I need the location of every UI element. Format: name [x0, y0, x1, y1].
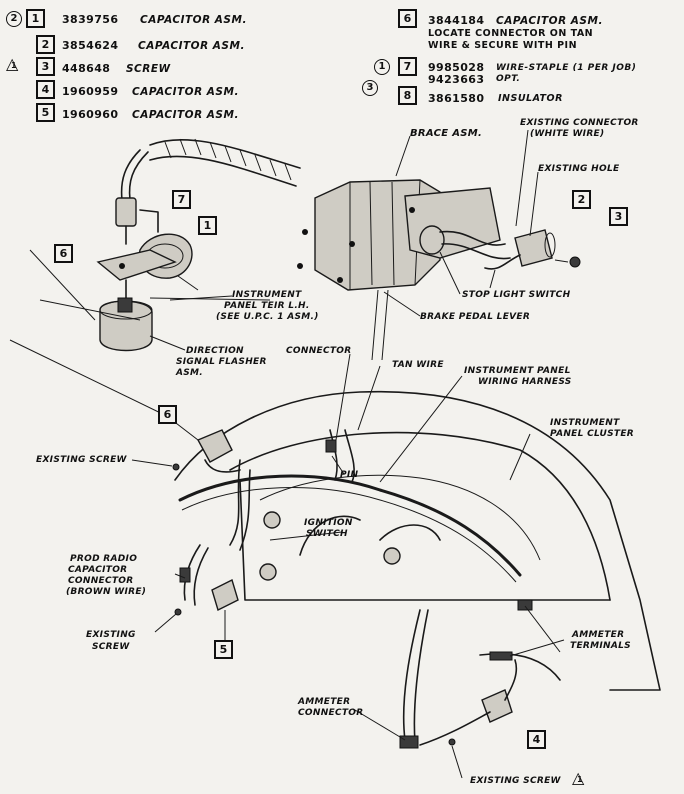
part-box-1: 1 [26, 9, 45, 28]
warning-number: 1 [577, 775, 583, 784]
label-ip-harness-2: wiring harness [478, 377, 572, 387]
diagram-box-7: 7 [172, 190, 191, 209]
part-desc: Capacitor Asm. [140, 14, 247, 26]
label-ignition-1: Ignition [304, 518, 353, 528]
capacitor-2 [514, 229, 553, 267]
part-desc: Capacitor Asm. [138, 40, 245, 52]
label-radio-1: Prod radio [70, 554, 138, 564]
label-instrument-panel-1: Instrument [232, 290, 302, 300]
part-number: 9985028 [428, 61, 485, 74]
diagram-box-5: 5 [214, 640, 233, 659]
part-desc: Screw [126, 63, 171, 75]
instrument-panel-cluster [174, 390, 661, 691]
label-radio-4: (Brown wire) [66, 587, 147, 597]
diagram-box-2: 2 [572, 190, 591, 209]
bracket-6-plate [96, 249, 177, 281]
part-desc: Capacitor Asm. [132, 109, 239, 121]
part-number: 3844184 [428, 14, 485, 27]
label-tan-wire: Tan wire [392, 360, 444, 370]
part-desc-2: Opt. [496, 74, 521, 84]
capacitor-6 [197, 429, 233, 463]
part-desc-line2: Locate connector on tan [428, 28, 594, 39]
label-stop-light-switch: Stop light switch [462, 290, 571, 300]
circle-2-marker: 2 [6, 11, 22, 27]
part-desc: Capacitor Asm. [132, 86, 239, 98]
diagram-box-6: 6 [54, 244, 73, 263]
label-ammeter-terminals-1: Ammeter [572, 630, 625, 640]
label-pin: Pin [340, 470, 359, 480]
label-brake-pedal-lever: Brake pedal lever [420, 312, 531, 322]
part-number-2: 9423663 [428, 73, 485, 86]
label-direction-3: Asm. [176, 368, 204, 378]
label-ip-cluster-2: panel cluster [550, 429, 635, 439]
stop-light-switch [419, 225, 445, 255]
wrapped-cable [149, 138, 301, 169]
label-instrument-panel-2: Panel TEIR L.H. [224, 301, 310, 311]
label-radio-2: capacitor [68, 565, 128, 575]
capacitor-5 [211, 579, 239, 611]
part-number: 3854624 [62, 39, 119, 52]
ammeter-connector [399, 735, 419, 749]
label-existing-screw-left: Existing screw [36, 455, 127, 465]
part-box-2: 2 [36, 35, 55, 54]
part-desc: Capacitor Asm. [496, 15, 603, 27]
warning-number: 1 [11, 61, 17, 70]
part-number: 3839756 [62, 13, 119, 26]
label-connector: Connector [286, 346, 352, 356]
screw-3 [569, 256, 581, 268]
part-number: 3861580 [428, 92, 485, 105]
part-desc-line3: wire & secure with pin [428, 40, 578, 51]
label-existing-screw-2a: Existing [86, 630, 136, 640]
part-number: 1960960 [62, 108, 119, 121]
label-ammeter-connector-2: connector [298, 708, 364, 718]
part-box-8: 8 [398, 86, 417, 105]
circle-3-marker: 3 [362, 80, 378, 96]
part-number: 448648 [62, 62, 111, 75]
part-box-3: 3 [36, 57, 55, 76]
connector [325, 439, 337, 453]
part-box-6: 6 [398, 9, 417, 28]
capacitor-4 [481, 689, 513, 723]
label-ignition-2: switch [306, 529, 348, 539]
part-box-4: 4 [36, 80, 55, 99]
part-box-5: 5 [36, 103, 55, 122]
part-desc: Wire-Staple (1 per job) [496, 63, 637, 73]
part-number: 1960959 [62, 85, 119, 98]
label-existing-connector: Existing connector [520, 118, 639, 128]
part-box-7: 7 [398, 57, 417, 76]
diagram-box-1: 1 [198, 216, 217, 235]
label-ip-harness-1: Instrument panel [464, 366, 571, 376]
warning-triangle-icon: △ [572, 768, 585, 787]
label-existing-screw-2b: Screw [92, 642, 130, 652]
ip-wiring-harness [178, 474, 522, 577]
warning-triangle-icon: △ [6, 54, 19, 73]
capacitor-7 [115, 197, 137, 227]
label-ammeter-connector-1: Ammeter [298, 697, 351, 707]
label-existing-hole: Existing hole [538, 164, 620, 174]
label-direction-2: Signal flasher [176, 357, 267, 367]
label-ammeter-terminals-2: terminals [570, 641, 631, 651]
label-direction-1: Direction [186, 346, 244, 356]
diagram-box-3: 3 [609, 207, 628, 226]
label-ip-cluster-1: Instrument [550, 418, 620, 428]
label-instrument-panel-3: (See U.P.C. 1 Asm.) [216, 312, 319, 322]
label-existing-connector-2: (White wire) [530, 129, 605, 139]
label-radio-3: connector [68, 576, 134, 586]
diagram-box-6b: 6 [158, 405, 177, 424]
diagram-box-4: 4 [527, 730, 546, 749]
label-existing-screw-bottom: Existing screw [470, 776, 561, 786]
circle-1-marker: 1 [374, 59, 390, 75]
label-brace-asm: Brace Asm. [410, 128, 483, 139]
part-desc: Insulator [498, 93, 563, 104]
